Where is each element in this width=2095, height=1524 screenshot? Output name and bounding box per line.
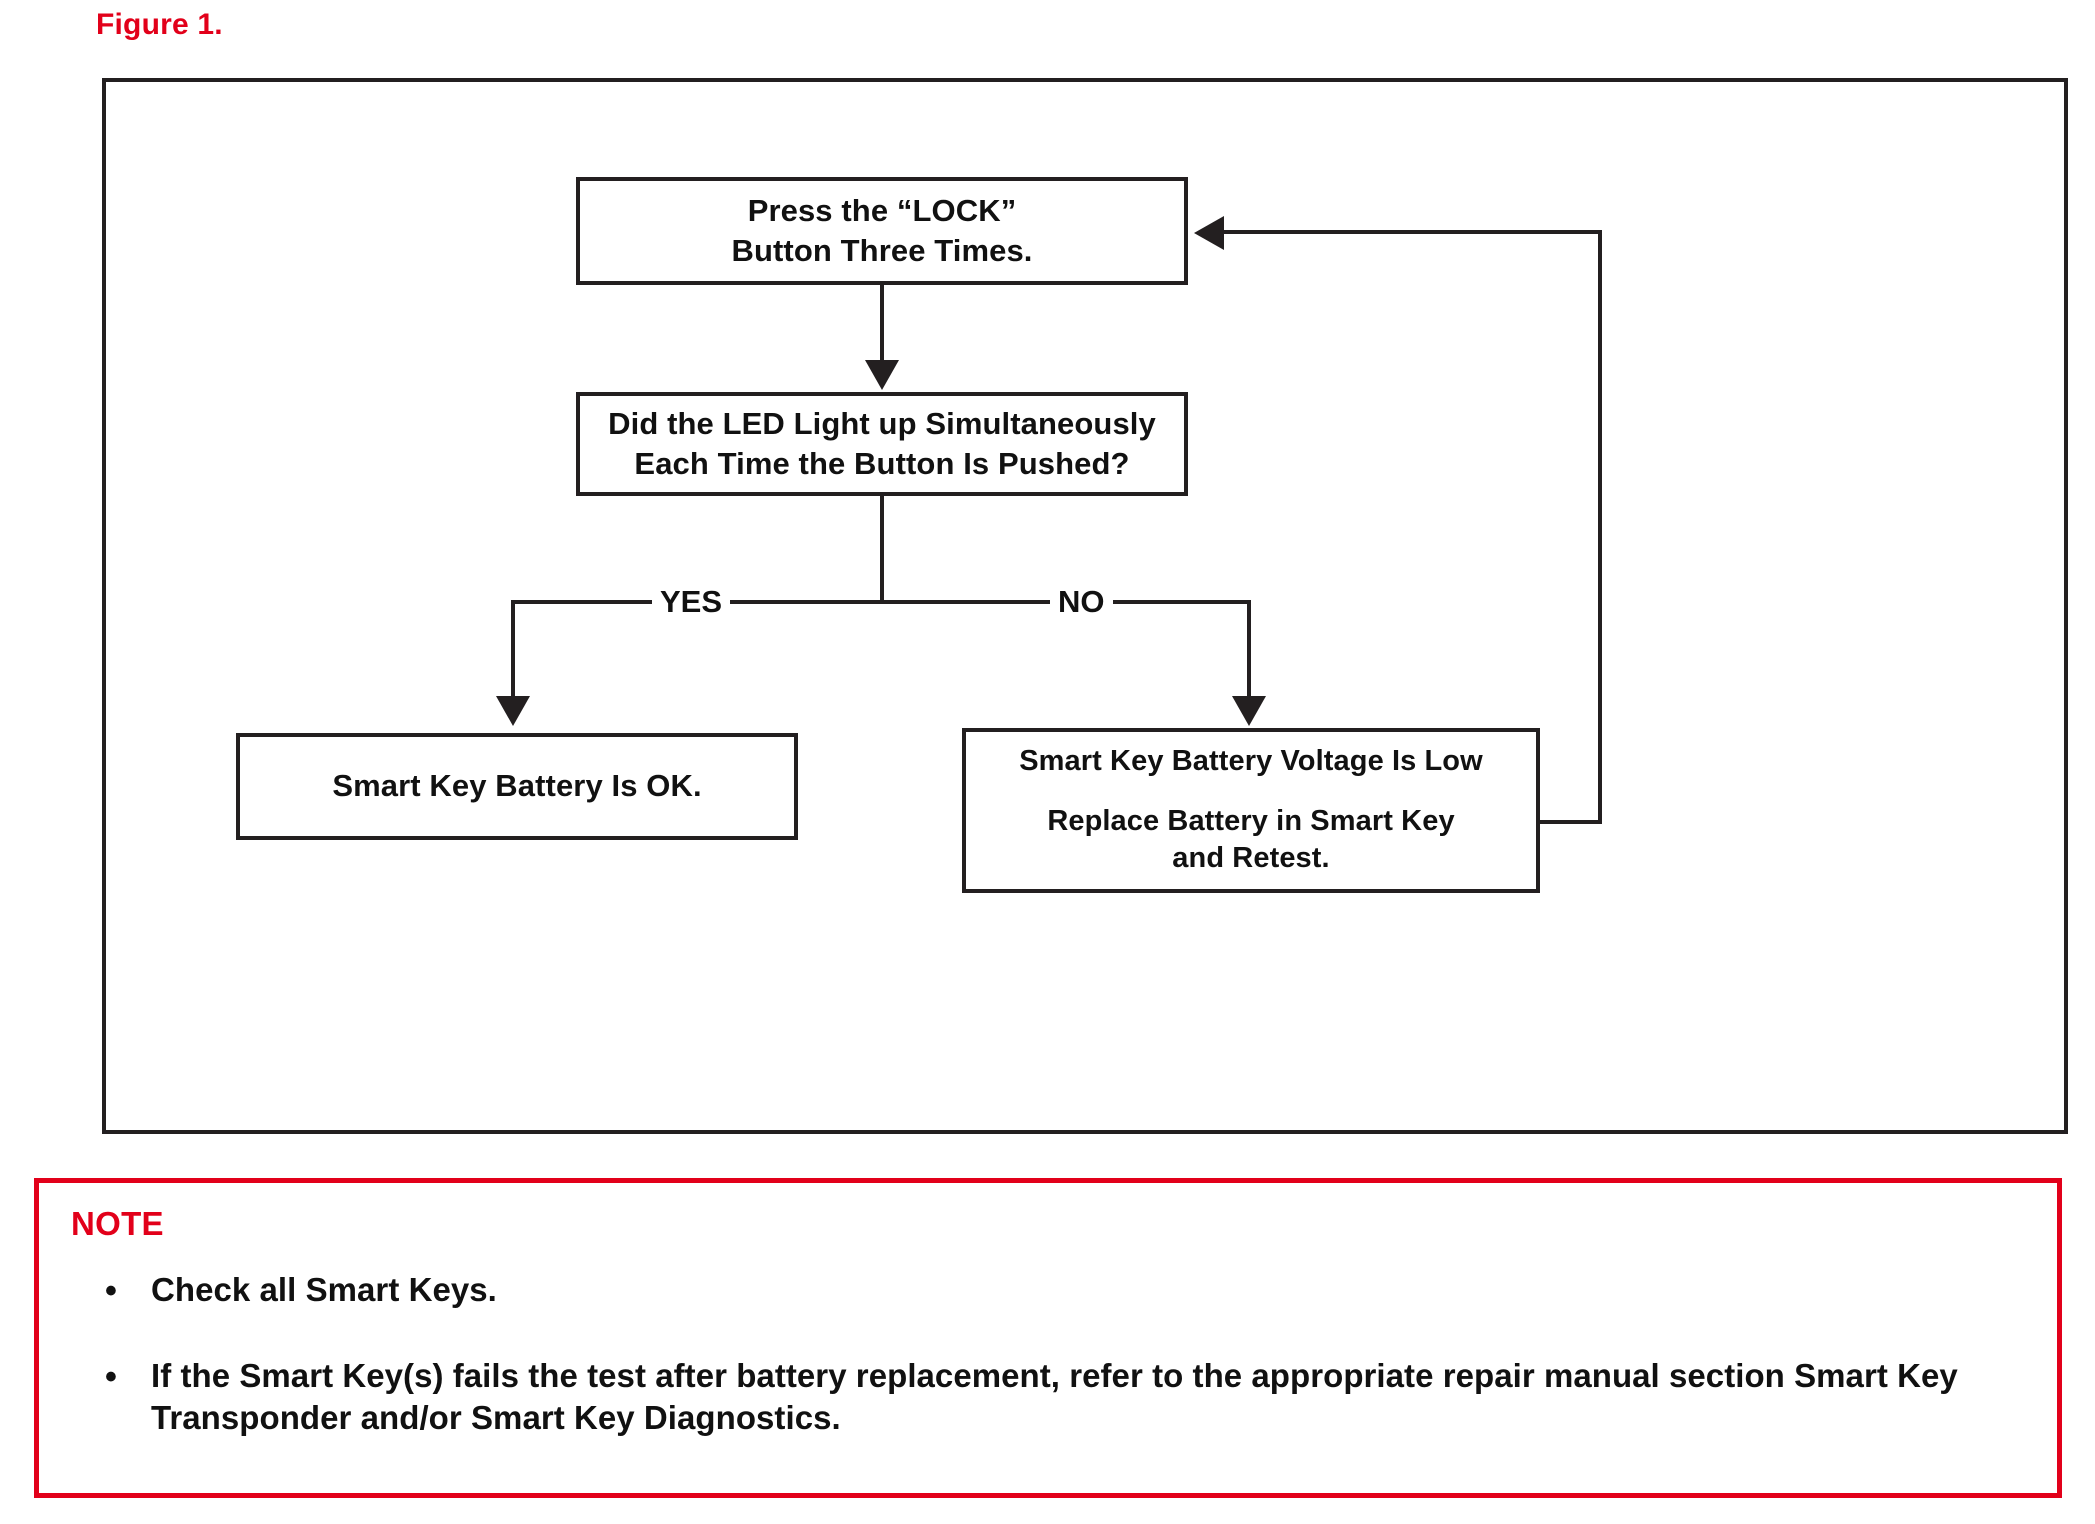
- connector-no-leg: [1247, 600, 1251, 698]
- flow-node-decision-led-line2: Each Time the Button Is Pushed?: [634, 446, 1130, 481]
- connector-feedback-top: [1224, 230, 1602, 234]
- branch-label-yes: YES: [652, 586, 731, 617]
- note-list-item: • If the Smart Key(s) fails the test aft…: [105, 1355, 2021, 1439]
- figure-caption: Figure 1.: [96, 8, 223, 41]
- branch-label-no: NO: [1050, 586, 1113, 617]
- flow-node-press-lock-line1: Press the “LOCK”: [747, 192, 1017, 228]
- note-title: NOTE: [71, 1205, 164, 1242]
- flow-node-battery-low-spacer: [966, 781, 1536, 803]
- connector-feedback-vertical: [1598, 230, 1602, 824]
- flowchart-frame: Press the “LOCK” Button Three Times. Did…: [102, 78, 2068, 1134]
- connector-feedback-bottom: [1540, 820, 1602, 824]
- connector-press-to-decision: [880, 285, 884, 362]
- bullet-icon: •: [105, 1358, 117, 1397]
- arrow-down-icon-yes: [496, 696, 530, 726]
- flow-node-battery-ok: Smart Key Battery Is OK.: [236, 733, 798, 840]
- flow-node-battery-low: Smart Key Battery Voltage Is Low Replace…: [962, 728, 1540, 893]
- note-panel: NOTE • Check all Smart Keys. • If the Sm…: [34, 1178, 2062, 1498]
- flow-node-battery-low-line2: Replace Battery in Smart Key: [1047, 804, 1455, 837]
- flow-node-press-lock-line2: Button Three Times.: [731, 233, 1033, 268]
- arrow-left-icon-feedback: [1194, 216, 1224, 250]
- bullet-icon: •: [105, 1272, 117, 1310]
- note-list-item: • Check all Smart Keys.: [105, 1269, 2021, 1313]
- note-item-text: Check all Smart Keys.: [151, 1271, 497, 1308]
- note-item-text: If the Smart Key(s) fails the test after…: [151, 1357, 1958, 1437]
- connector-decision-to-branch-bus: [880, 496, 884, 602]
- connector-yes-leg: [511, 600, 515, 698]
- note-list: • Check all Smart Keys. • If the Smart K…: [105, 1269, 2021, 1482]
- flow-node-decision-led: Did the LED Light up Simultaneously Each…: [576, 392, 1188, 496]
- flow-node-battery-low-line1: Smart Key Battery Voltage Is Low: [1019, 744, 1483, 777]
- arrow-down-icon-no: [1232, 696, 1266, 726]
- flow-node-battery-low-line3: and Retest.: [1172, 842, 1330, 875]
- flow-node-battery-ok-line1: Smart Key Battery Is OK.: [332, 768, 702, 804]
- arrow-down-icon-to-decision: [865, 360, 899, 390]
- flow-node-decision-led-line1: Did the LED Light up Simultaneously: [608, 405, 1156, 441]
- branch-bus-line: [511, 600, 1251, 604]
- flow-node-press-lock: Press the “LOCK” Button Three Times.: [576, 177, 1188, 285]
